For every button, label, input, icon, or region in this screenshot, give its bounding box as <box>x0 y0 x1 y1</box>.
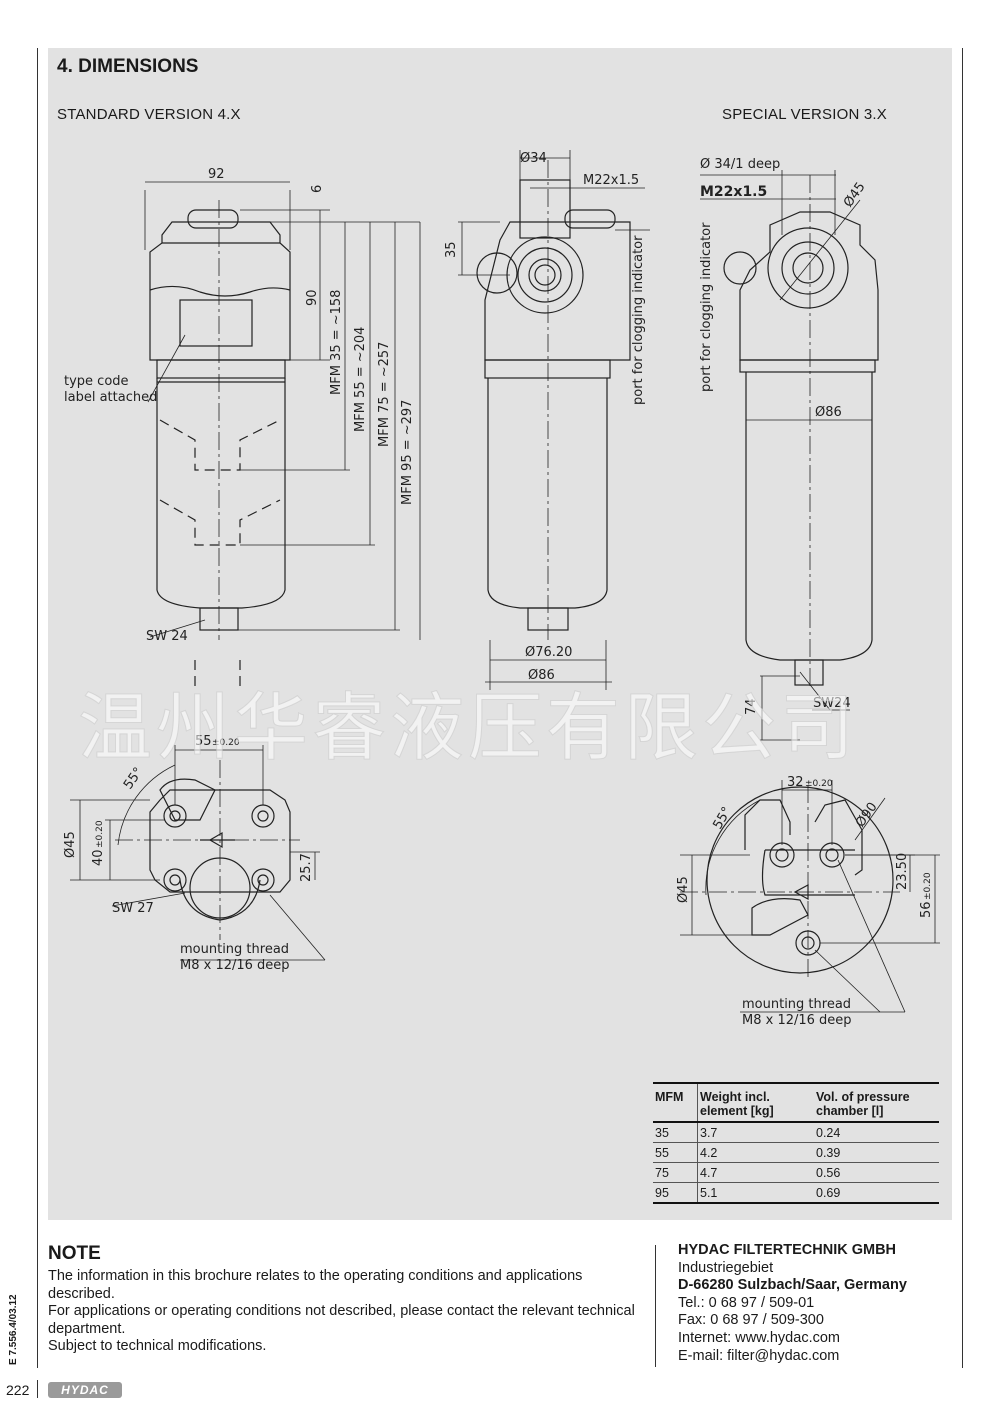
standard-filter-side-view <box>144 181 421 690</box>
cell-weight: 3.7 <box>697 1122 814 1143</box>
special-sw24: SW24 <box>813 696 851 711</box>
left-rule <box>37 48 38 1368</box>
special-bottom-32: 32 <box>787 775 804 790</box>
cell-mfm: 35 <box>653 1122 698 1143</box>
col-header-mfm: MFM <box>653 1082 698 1123</box>
hydac-logo: HYDAC <box>48 1382 122 1398</box>
special-74: 74 <box>744 698 759 715</box>
footer-divider <box>37 1380 38 1398</box>
cell-volume: 0.39 <box>814 1142 939 1163</box>
special-bottom-55deg: 55° <box>710 805 735 832</box>
mfm75-label: MFM 75 = ~257 <box>377 342 392 447</box>
watermark: 温州华睿液压有限公司 <box>78 685 858 772</box>
note-line-2: For applications or operating conditions… <box>48 1303 635 1337</box>
note-body: The information in this brochure relates… <box>48 1268 638 1356</box>
col-header-volume: Vol. of pressure chamber [l] <box>814 1082 939 1123</box>
company-city: D-66280 Sulzbach/Saar, Germany <box>678 1277 907 1294</box>
mfm55-label: MFM 55 = ~204 <box>353 327 368 432</box>
dim-86: Ø86 <box>528 668 555 683</box>
table-row: 35 3.7 0.24 <box>653 1122 939 1143</box>
special-bottom-56: 56 <box>919 901 934 918</box>
special-bottom-56-tol: ±0.20 <box>923 872 933 900</box>
special-bottom-23-50: 23.50 <box>895 853 910 890</box>
mfm35-label: MFM 35 = ~158 <box>329 290 344 395</box>
technical-drawing: 92 6 90 MFM 35 = ~158 MFM 55 = ~204 MFM … <box>63 150 940 1028</box>
dim-34: Ø34 <box>520 151 547 166</box>
company-internet[interactable]: Internet: www.hydac.com <box>678 1329 840 1346</box>
address-divider <box>655 1245 656 1367</box>
bottom-d45: Ø45 <box>63 831 78 858</box>
cell-volume: 0.69 <box>814 1182 939 1204</box>
company-address: HYDAC FILTERTECHNIK GMBH Industriegebiet… <box>678 1242 907 1365</box>
special-34-deep: Ø 34/1 deep <box>700 157 780 172</box>
special-d45: Ø45 <box>841 180 869 211</box>
table-row: 95 5.1 0.69 <box>653 1182 939 1204</box>
special-port-label: port for clogging indicator <box>699 222 714 392</box>
dim-35: 35 <box>444 241 459 258</box>
cell-mfm: 75 <box>653 1162 698 1183</box>
bottom-mount-2: M8 x 12/16 deep <box>180 958 290 973</box>
dim-90: 90 <box>305 289 320 306</box>
company-tel: Tel.: 0 68 97 / 509-01 <box>678 1294 815 1311</box>
company-fax: Fax: 0 68 97 / 509-300 <box>678 1312 824 1329</box>
col-header-weight: Weight incl. element [kg] <box>697 1082 814 1123</box>
type-code-label-1: type code <box>64 374 129 389</box>
special-bottom-d90: Ø90 <box>853 800 881 831</box>
standard-version-label: STANDARD VERSION 4.X <box>57 106 241 123</box>
note-title: NOTE <box>48 1243 101 1264</box>
mfm95-label: MFM 95 = ~297 <box>400 400 415 505</box>
special-bottom-view <box>680 780 940 1013</box>
cell-weight: 4.7 <box>697 1162 814 1183</box>
bottom-40-tol: ±0.20 <box>95 820 105 848</box>
note-line-3: Subject to technical modifications. <box>48 1338 267 1355</box>
special-bottom-mount-1: mounting thread <box>742 997 851 1012</box>
company-area: Industriegebiet <box>678 1259 774 1276</box>
dim-76-20: Ø76.20 <box>525 645 572 660</box>
special-bottom-32-tol: ±0.20 <box>805 779 833 789</box>
cell-volume: 0.24 <box>814 1122 939 1143</box>
cell-volume: 0.56 <box>814 1162 939 1183</box>
company-email[interactable]: E-mail: filter@hydac.com <box>678 1347 840 1364</box>
bottom-dim-55: 55 <box>195 734 212 749</box>
table-row: 55 4.2 0.39 <box>653 1142 939 1163</box>
cell-mfm: 55 <box>653 1142 698 1163</box>
cell-weight: 5.1 <box>697 1182 814 1204</box>
standard-bottom-view <box>70 745 326 961</box>
type-code-label-2: label attached <box>64 390 157 405</box>
cell-weight: 4.2 <box>697 1142 814 1163</box>
cell-mfm: 95 <box>653 1182 698 1204</box>
standard-filter-front-view <box>458 150 650 690</box>
special-d86: Ø86 <box>815 405 842 420</box>
special-bottom-d45: Ø45 <box>676 876 691 903</box>
page-number: 222 <box>6 1382 30 1398</box>
table-header-row: MFM Weight incl. element [kg] Vol. of pr… <box>653 1082 939 1123</box>
company-name: HYDAC FILTERTECHNIK GMBH <box>678 1242 897 1258</box>
weight-volume-table: MFM Weight incl. element [kg] Vol. of pr… <box>653 1082 939 1204</box>
note-line-1: The information in this brochure relates… <box>48 1268 583 1302</box>
right-rule <box>962 48 963 1368</box>
bottom-tol-020: ±0.20 <box>212 738 240 748</box>
bottom-40: 40 <box>91 849 106 866</box>
doc-code: E 7.556.4/03.12 <box>8 1294 19 1365</box>
table-row: 75 4.7 0.56 <box>653 1162 939 1183</box>
port-clogging-label: port for clogging indicator <box>631 235 646 405</box>
section-title: 4. DIMENSIONS <box>57 56 199 77</box>
dim-92: 92 <box>208 167 225 182</box>
special-m22: M22x1.5 <box>700 184 767 200</box>
bottom-sw27: SW 27 <box>112 901 154 916</box>
bottom-mount-1: mounting thread <box>180 942 289 957</box>
special-bottom-mount-2: M8 x 12/16 deep <box>742 1013 852 1028</box>
sw24-label: SW 24 <box>146 629 188 644</box>
hydac-logo-text: HYDAC <box>61 1383 109 1397</box>
special-filter-view <box>700 170 879 741</box>
m22-label: M22x1.5 <box>583 173 639 188</box>
bottom-25-7: 25.7 <box>299 853 314 882</box>
dim-6: 6 <box>310 185 325 193</box>
special-version-label: SPECIAL VERSION 3.X <box>722 106 887 123</box>
